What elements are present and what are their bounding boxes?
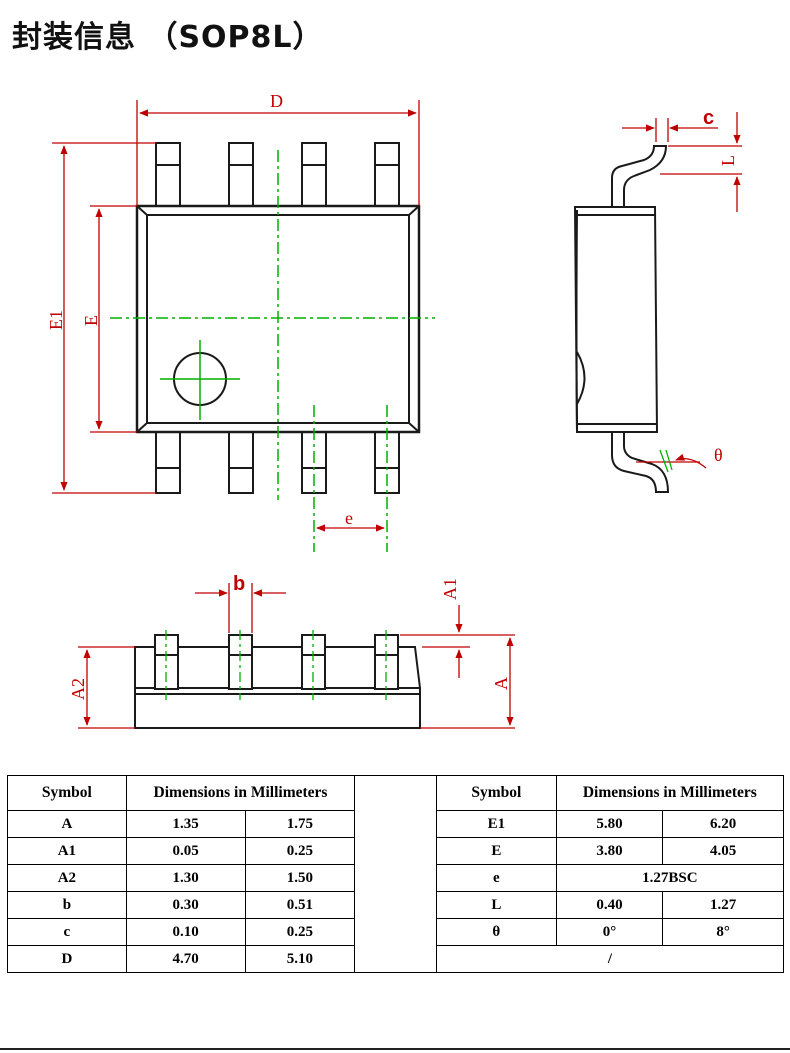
side-view [573,145,670,493]
cell-symbol: c [7,918,127,946]
label-L: L [718,155,738,166]
cell-min: 0.40 [555,891,664,919]
cell-symbol: E [436,837,557,865]
cell-max: 5.10 [244,945,356,973]
label-theta: θ [714,445,723,465]
cell-max: 8° [662,918,784,946]
cell-min: 0.10 [125,918,246,946]
label-b: b [233,573,245,595]
front-view [134,634,421,729]
cell-min: 1.35 [125,810,246,838]
cell-max: 1.75 [244,810,356,838]
table-spacer-cell [354,775,437,973]
side-view-labels: c L θ [703,107,738,465]
table-row: e 1.27BSC [436,864,785,892]
front-view-centerlines [165,630,387,700]
cell-symbol: L [436,891,557,919]
cell-max: 4.05 [662,837,784,865]
label-e: e [345,508,353,528]
front-leads [154,634,399,690]
header-symbol: Symbol [7,775,127,811]
label-A2: A2 [68,678,88,700]
cell-min: 4.70 [125,945,246,973]
cell-min: 0.30 [125,891,246,919]
label-A1: A1 [440,578,460,600]
cell-max: 0.25 [244,837,356,865]
table-header-row: Symbol Dimensions in Millimeters [7,775,437,973]
cell-footer: / [436,945,784,973]
cell-min: 5.80 [555,810,664,838]
cell-max: 6.20 [662,810,784,838]
side-view-centerlines [659,449,673,473]
cell-min: 0.05 [125,837,246,865]
cell-max: 1.27 [662,891,784,919]
front-view-dimensions [78,583,515,729]
bottom-divider [0,1048,790,1050]
label-A: A [491,677,511,690]
header-dimensions: Dimensions in Millimeters [125,775,356,811]
label-E: E [81,315,101,326]
table-row: D 4.70 5.10 [7,945,437,973]
table-row: b 0.30 0.51 [7,891,437,919]
side-view-dimensions [622,112,742,469]
cell-value: 1.27BSC [555,864,785,892]
cell-symbol: E1 [436,810,557,838]
cell-symbol: A1 [7,837,127,865]
table-row: c 0.10 0.25 [7,918,437,946]
label-D: D [270,91,283,111]
front-view-labels: b A1 A A2 [68,573,511,700]
top-view-dimensions [52,100,420,532]
top-view-labels: D E1 E e [46,91,353,528]
header-symbol: Symbol [436,775,557,811]
page-title: 封装信息 （SOP8L） [12,20,324,55]
cell-symbol: b [7,891,127,919]
cell-symbol: e [436,864,557,892]
cell-max: 0.51 [244,891,356,919]
table-row: θ 0° 8° [436,918,784,946]
cell-symbol: D [7,945,127,973]
table-row: L 0.40 1.27 [436,891,784,919]
cell-min: 3.80 [555,837,664,865]
table-row: E1 5.80 6.20 [436,810,784,838]
header-dimensions: Dimensions in Millimeters [555,775,785,811]
label-c: c [703,107,714,129]
table-row: A 1.35 1.75 [7,810,437,838]
table-row: A2 1.30 1.50 [7,864,437,892]
dimension-table-left: Symbol Dimensions in Millimeters A 1.35 … [7,775,437,973]
table-header-row: Symbol Dimensions in Millimeters [436,775,785,811]
cell-symbol: A [7,810,127,838]
cell-max: 0.25 [244,918,356,946]
top-view-centerlines [110,150,435,552]
cell-min: 0° [555,918,664,946]
table-row: E 3.80 4.05 [436,837,784,865]
cell-max: 1.50 [244,864,356,892]
cell-symbol: A2 [7,864,127,892]
dimension-table-right: Symbol Dimensions in Millimeters E1 5.80… [436,775,785,973]
cell-symbol: θ [436,918,557,946]
sop8l-package-drawing: D E1 E e c L θ [46,91,742,729]
cell-min: 1.30 [125,864,246,892]
label-E1: E1 [46,310,66,330]
table-row: / [436,945,784,973]
